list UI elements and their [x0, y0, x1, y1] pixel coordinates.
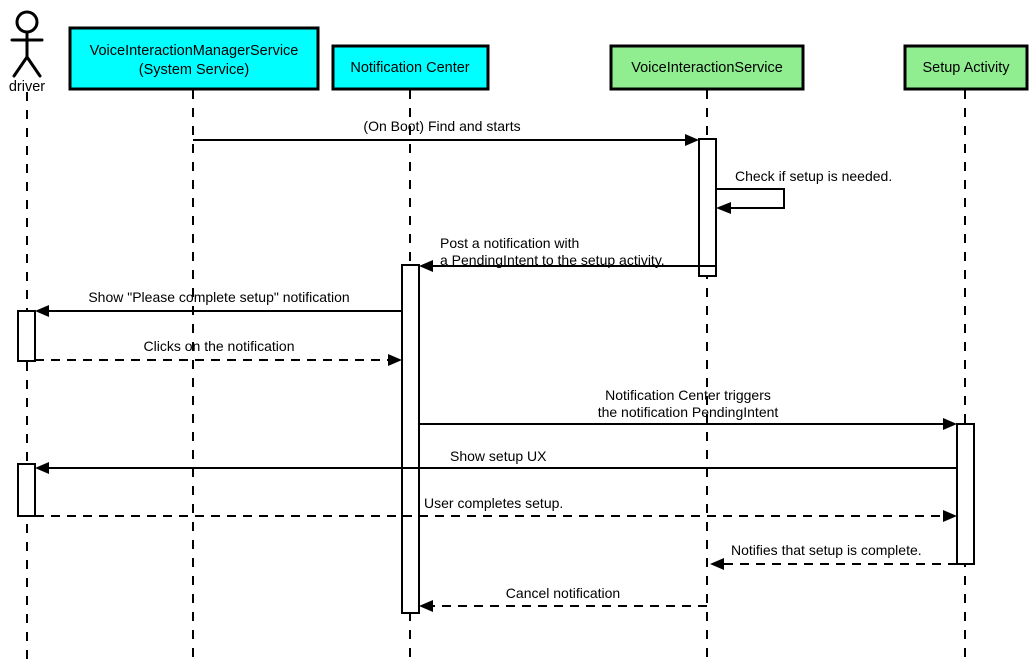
message-label-m1: (On Boot) Find and starts: [363, 118, 520, 134]
participant-notification-center[interactable]: Notification Center: [331, 44, 490, 91]
arrowhead-m2: [716, 202, 731, 214]
actor-head-icon: [15, 10, 39, 34]
activation-vis: [698, 138, 717, 277]
arrowhead-m6: [943, 418, 957, 430]
arrowhead-m1: [685, 134, 699, 146]
participant-driver[interactable]: driver: [9, 10, 45, 95]
participant-label-driver: driver: [9, 79, 45, 95]
participant-setup-activity[interactable]: Setup Activity: [903, 44, 1029, 91]
message-label-m3-line2: a PendingIntent to the setup activity.: [440, 252, 665, 268]
participant-label-vis: VoiceInteractionService: [631, 60, 783, 76]
message-label-m4: Show "Please complete setup" notificatio…: [88, 289, 349, 305]
participant-vis[interactable]: VoiceInteractionService: [609, 44, 805, 91]
arrowhead-m4: [35, 305, 49, 317]
activation-driver-2: [17, 463, 36, 517]
arrowhead-m9: [710, 558, 724, 570]
arrowhead-m7: [35, 462, 49, 474]
message-m10[interactable]: Cancel notification: [419, 585, 707, 612]
message-m1[interactable]: (On Boot) Find and starts: [193, 118, 699, 146]
message-label-m10: Cancel notification: [506, 585, 620, 601]
participant-vims[interactable]: VoiceInteractionManagerService (System S…: [68, 26, 320, 91]
message-label-m6-line1: Notification Center triggers: [605, 387, 771, 403]
actor-leg-left-icon: [12, 55, 29, 78]
participant-box-vims[interactable]: [68, 26, 320, 91]
activation-driver-1: [17, 310, 36, 362]
activation-setup-activity: [956, 423, 975, 565]
message-label-m8: User completes setup.: [424, 495, 563, 511]
message-m2[interactable]: Check if setup is needed.: [716, 168, 892, 214]
message-label-m5: Clicks on the notification: [144, 338, 295, 354]
participant-label-setup-activity: Setup Activity: [922, 60, 1010, 76]
message-label-m2: Check if setup is needed.: [735, 168, 892, 184]
arrowhead-m3: [419, 260, 433, 272]
message-label-m6-line2: the notification PendingIntent: [598, 404, 779, 420]
activation-bars-group: [17, 138, 975, 614]
activation-notification-center: [401, 264, 420, 614]
message-label-m7: Show setup UX: [450, 448, 547, 464]
message-m3[interactable]: Post a notification with a PendingIntent…: [419, 235, 716, 272]
message-line-m2: [716, 188, 785, 209]
participant-label-notification-center: Notification Center: [350, 60, 469, 76]
participant-box-setup-activity[interactable]: [903, 44, 1029, 91]
participant-box-vis[interactable]: [609, 44, 805, 91]
message-m5[interactable]: Clicks on the notification: [35, 338, 402, 366]
arrowhead-m8: [943, 510, 957, 522]
message-m9[interactable]: Notifies that setup is complete.: [710, 542, 957, 570]
message-m7[interactable]: Show setup UX: [35, 448, 957, 474]
message-m8[interactable]: User completes setup.: [35, 495, 957, 522]
participant-label-vims-line1: VoiceInteractionManagerService: [90, 43, 299, 59]
participant-box-notification-center[interactable]: [331, 44, 490, 91]
message-label-m3-line1: Post a notification with: [440, 235, 579, 251]
arrowhead-m10: [419, 600, 433, 612]
message-m6[interactable]: Notification Center triggers the notific…: [419, 387, 957, 430]
message-label-m9: Notifies that setup is complete.: [731, 542, 922, 558]
participant-label-vims-line2: (System Service): [139, 62, 249, 78]
arrowhead-m5: [388, 354, 402, 366]
actor-leg-right-icon: [25, 55, 42, 78]
message-m4[interactable]: Show "Please complete setup" notificatio…: [35, 289, 402, 317]
